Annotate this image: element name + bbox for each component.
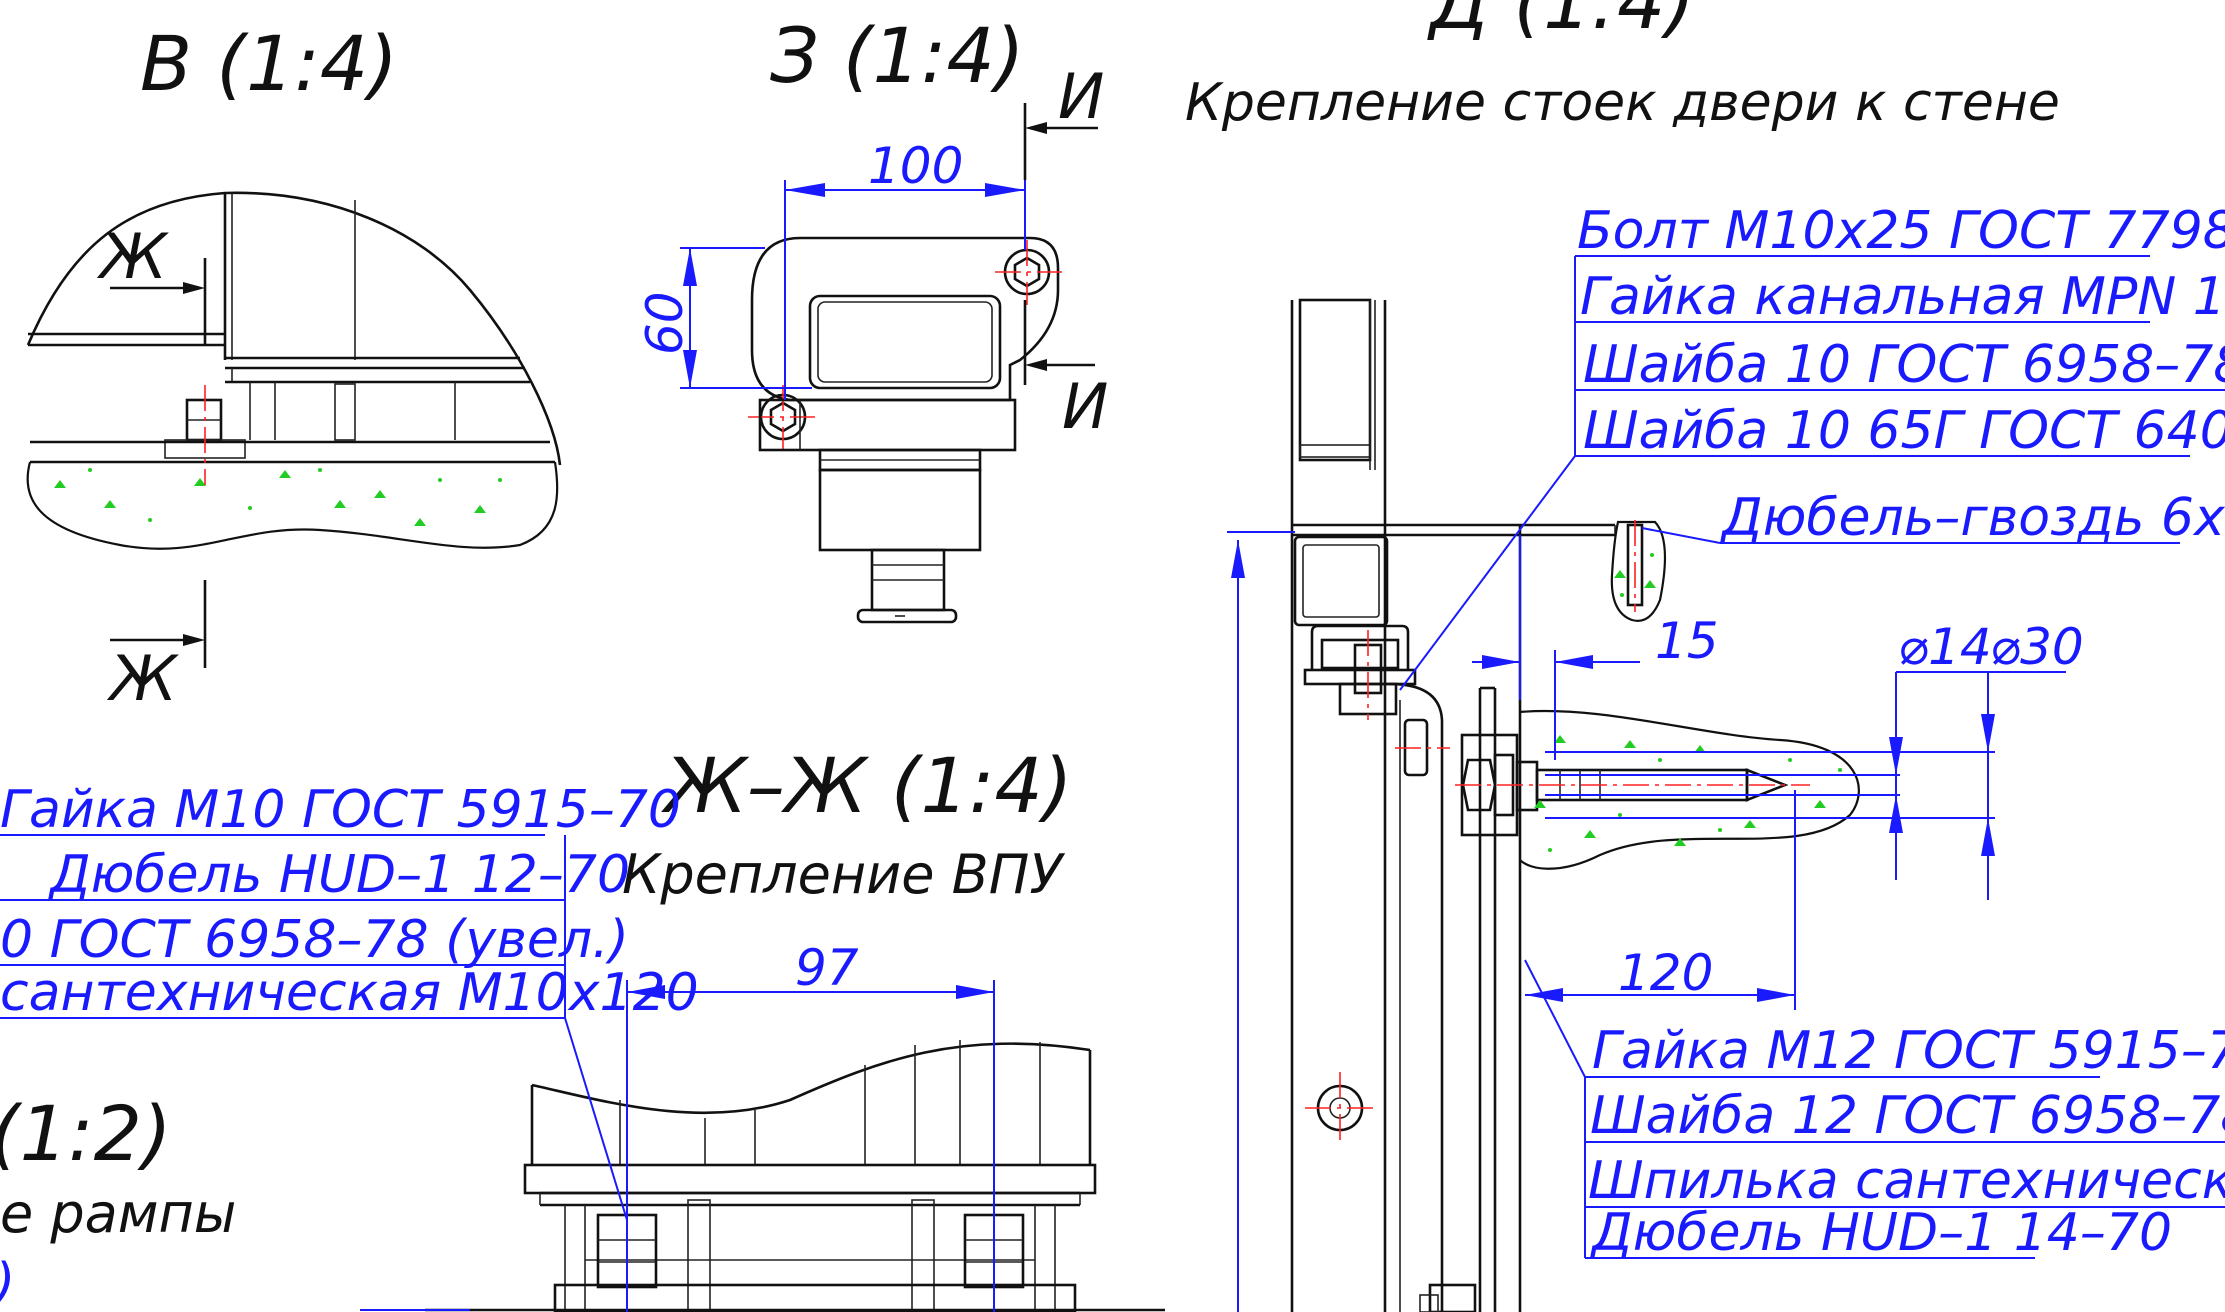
left-view-fragment: ) — [0, 1253, 15, 1312]
callout-dowel-hud-12: Дюбель HUD–1 12–70 — [48, 845, 630, 905]
left-callout: Гайка М10 ГОСТ 5915–70 Дюбель HUD–1 12–7… — [0, 780, 699, 1312]
callout-stud-m12: Шпилька сантехническая М12х160 — [1588, 1151, 2225, 1211]
callout-dowel-hud-14: Дюбель HUD–1 14–70 — [1590, 1203, 2172, 1263]
view-d-subtitle: Крепление стоек двери к стене — [1185, 73, 2060, 133]
view-d: Д (1:4) Крепление стоек двери к стене — [1185, 0, 2225, 1312]
view-zh-title: Ж–Ж (1:4) — [661, 741, 1073, 830]
callout-washer-12: Шайба 12 ГОСТ 6958–78 (увел.) — [1590, 1086, 2225, 1146]
view-v-cut-label-top: Ж — [96, 220, 169, 293]
callout-bolt: Болт М10х25 ГОСТ 7798–70 — [1577, 201, 2225, 261]
view-z-dim-height: 60 — [636, 291, 694, 355]
callout-washer-10: Шайба 10 ГОСТ 6958–78 (увел.) — [1583, 335, 2225, 395]
view-z-dim-width: 100 — [868, 137, 963, 195]
view-d-dim-15: 15 — [1655, 612, 1719, 670]
callout-spring-washer-10: Шайба 10 65Г ГОСТ 6402–70 — [1583, 401, 2225, 461]
callout-bottom-right: Гайка М12 ГОСТ 5915–70 Шайба 12 ГОСТ 695… — [1588, 1021, 2225, 1263]
callout-stud-m10: сантехническая М10х120 — [0, 963, 699, 1023]
view-v: В (1:4) Ж Ж — [26, 19, 562, 715]
view-d-title: Д (1:4) — [1427, 0, 1695, 46]
callout-nut-m10: Гайка М10 ГОСТ 5915–70 — [0, 780, 681, 840]
callout-channel-nut: Гайка канальная MPN 10 — [1580, 267, 2225, 327]
view-z-title: З (1:4) — [770, 11, 1025, 100]
callout-nut-m12: Гайка М12 ГОСТ 5915–70 — [1592, 1021, 2225, 1081]
view-d-dim-d14: ⌀14 — [1898, 618, 1992, 676]
callout-dowel-nail: Дюбель–гвоздь 6х40 — [1720, 488, 2225, 548]
view-z-cut-label-bottom: И — [1062, 370, 1108, 443]
view-v-cut-label-bottom: Ж — [106, 642, 179, 715]
view-d-dim-d30: ⌀30 — [1990, 618, 2084, 676]
callout-top-right: Болт М10х25 ГОСТ 7798–70 Гайка канальная… — [1577, 201, 2225, 461]
view-zh-dim-97: 97 — [795, 939, 859, 997]
callout-washer-left: 0 ГОСТ 6958–78 (увел.) — [0, 910, 629, 970]
view-v-title: В (1:4) — [140, 19, 398, 108]
left-view-subtitle: е рампы — [0, 1182, 236, 1245]
view-zh-subtitle: Крепление ВПУ — [622, 843, 1065, 906]
view-zh: Ж–Ж (1:4) Крепление ВПУ 97 — [425, 741, 1165, 1312]
view-d-dim-120: 120 — [1618, 944, 1713, 1002]
view-z-cut-label-top: И — [1058, 60, 1104, 133]
left-view-scale: (1:2) — [0, 1089, 172, 1178]
view-z: З (1:4) 100 60 И И — [636, 11, 1108, 624]
